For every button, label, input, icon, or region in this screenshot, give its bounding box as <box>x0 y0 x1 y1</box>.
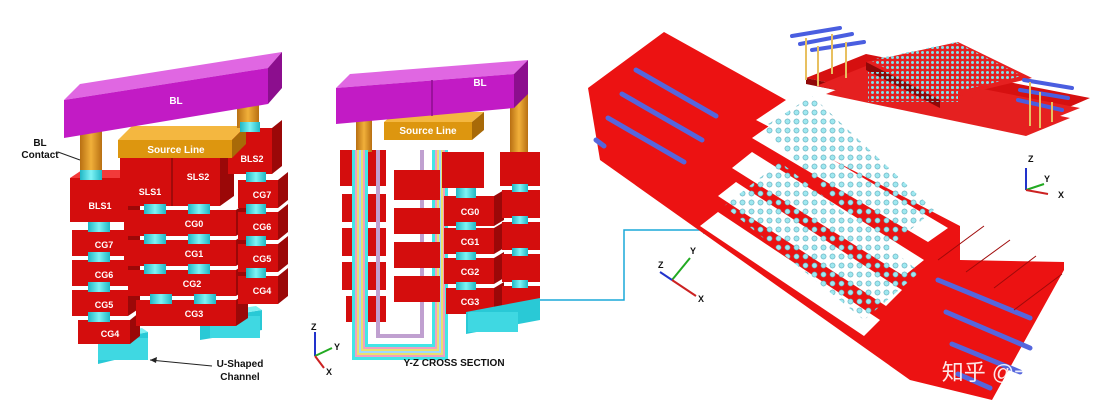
cs-cg1-label: CG1 <box>461 237 480 247</box>
left-structure: BL Source Line SLS1 SLS2 BLS1 BLS2 CG7 C… <box>21 52 288 383</box>
array-bit-lines <box>593 67 1033 391</box>
left-cg5-label: CG5 <box>95 300 114 310</box>
watermark: 知乎 @一刀 <box>942 360 1058 385</box>
axis-x-right: X <box>1058 190 1064 200</box>
cs-cg3-label: CG3 <box>461 297 480 307</box>
bl-contact-label-line1: BL <box>33 138 46 149</box>
mid-cg2-label: CG2 <box>183 279 202 289</box>
axis-y-right: Y <box>1044 174 1050 184</box>
u-channel-label-line2: Channel <box>220 372 260 383</box>
cs-cg0-label: CG0 <box>461 207 480 217</box>
axis-x-left: X <box>326 367 332 377</box>
bls1-label: BLS1 <box>88 201 111 211</box>
mid-cg3-label: CG3 <box>185 309 204 319</box>
bl-contact-label-line2: Contact <box>21 150 59 161</box>
axis-z-left: Z <box>311 322 317 332</box>
cs-cg2-label: CG2 <box>461 267 480 277</box>
axis-z-right: Z <box>1028 154 1034 164</box>
middle-cross-section: BL Source Line CG0 CG1 CG2 CG3 Y-Z CROSS… <box>336 60 540 369</box>
bls2-label: BLS2 <box>240 154 263 164</box>
middle-column-gates <box>120 140 248 326</box>
right-cg7-label: CG7 <box>253 190 272 200</box>
axis-gizmo-left: Z Y X <box>311 322 340 377</box>
cs-source-line <box>384 112 484 140</box>
array-isometric <box>790 26 1090 136</box>
right-cg4-label: CG4 <box>253 286 272 296</box>
axis-x-mid: X <box>698 294 704 304</box>
axis-gizmo-middle: Y Z X <box>658 246 704 304</box>
source-line-slab <box>118 126 246 158</box>
array-top-view <box>588 32 1064 400</box>
cs-bl-bar <box>336 60 528 124</box>
left-cg4-label: CG4 <box>101 329 120 339</box>
mid-cg1-label: CG1 <box>185 249 204 259</box>
bit-line-bar <box>64 52 282 138</box>
axis-gizmo-right: Z Y X <box>1025 154 1064 200</box>
cs-source-line-label: Source Line <box>399 126 457 137</box>
right-cg5-label: CG5 <box>253 254 272 264</box>
right-cg6-label: CG6 <box>253 222 272 232</box>
left-cg6-label: CG6 <box>95 270 114 280</box>
cs-bl-label: BL <box>473 78 486 89</box>
u-channel-label-line1: U-Shaped <box>217 359 264 370</box>
right-column-gates <box>228 120 288 304</box>
sls1-label: SLS1 <box>139 187 162 197</box>
axis-y-mid: Y <box>690 246 696 256</box>
mid-cg0-label: CG0 <box>185 219 204 229</box>
bl-label: BL <box>169 96 182 107</box>
cs-middle-stack <box>394 170 440 302</box>
cs-bottom-pad <box>466 298 540 334</box>
axis-z-mid: Z <box>658 260 664 270</box>
cs-caption: Y-Z CROSS SECTION <box>403 358 504 369</box>
left-cg7-label: CG7 <box>95 240 114 250</box>
iso-bit-lines <box>790 26 1074 112</box>
source-line-label: Source Line <box>147 145 205 156</box>
axis-y-left: Y <box>334 342 340 352</box>
sls2-label: SLS2 <box>187 172 210 182</box>
